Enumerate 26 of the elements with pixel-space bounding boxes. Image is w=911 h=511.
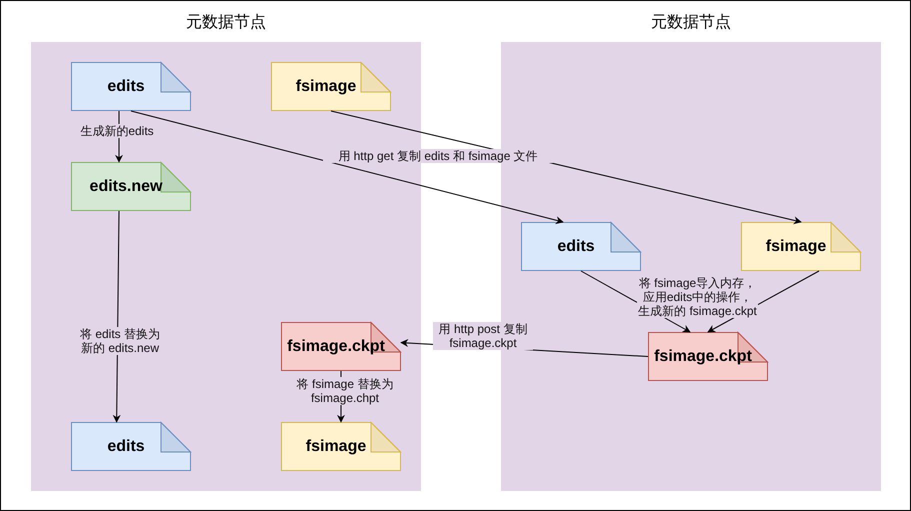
file-name: fsimage [306,438,366,456]
document-shape [71,62,191,111]
arrow [330,110,802,224]
edge-label: 将 fsimage导入内存，应用edits中的操作，生成新的 fsimage.ckpt [637,276,758,318]
panel-heading: 元数据节点 [185,12,267,33]
edge-label: 将 fsimage 替换为 fsimage.chpt [295,377,395,405]
file-name: edits [107,438,145,456]
panel-heading: 元数据节点 [650,12,732,33]
document-shape [281,322,401,371]
edge-label: 用 http get 复制 edits 和 fsimage 文件 [323,149,553,163]
document-shape [271,62,391,111]
file-name: fsimage [296,78,356,96]
document-shape [648,332,768,381]
file-name: edits [107,78,145,96]
file-name: fsimage.ckpt [287,338,385,356]
edge-label: 用 http post 复制 fsimage.ckpt [433,322,533,350]
document-shape [281,422,401,471]
file-name: fsimage [766,238,826,256]
file-name: edits [557,238,595,256]
file-name: fsimage.ckpt [654,348,752,366]
document-shape [71,162,191,211]
document-shape [741,222,861,271]
arrow [130,110,564,224]
file-name: edits.new [90,178,162,196]
document-shape [71,422,191,471]
document-shape [521,222,641,271]
